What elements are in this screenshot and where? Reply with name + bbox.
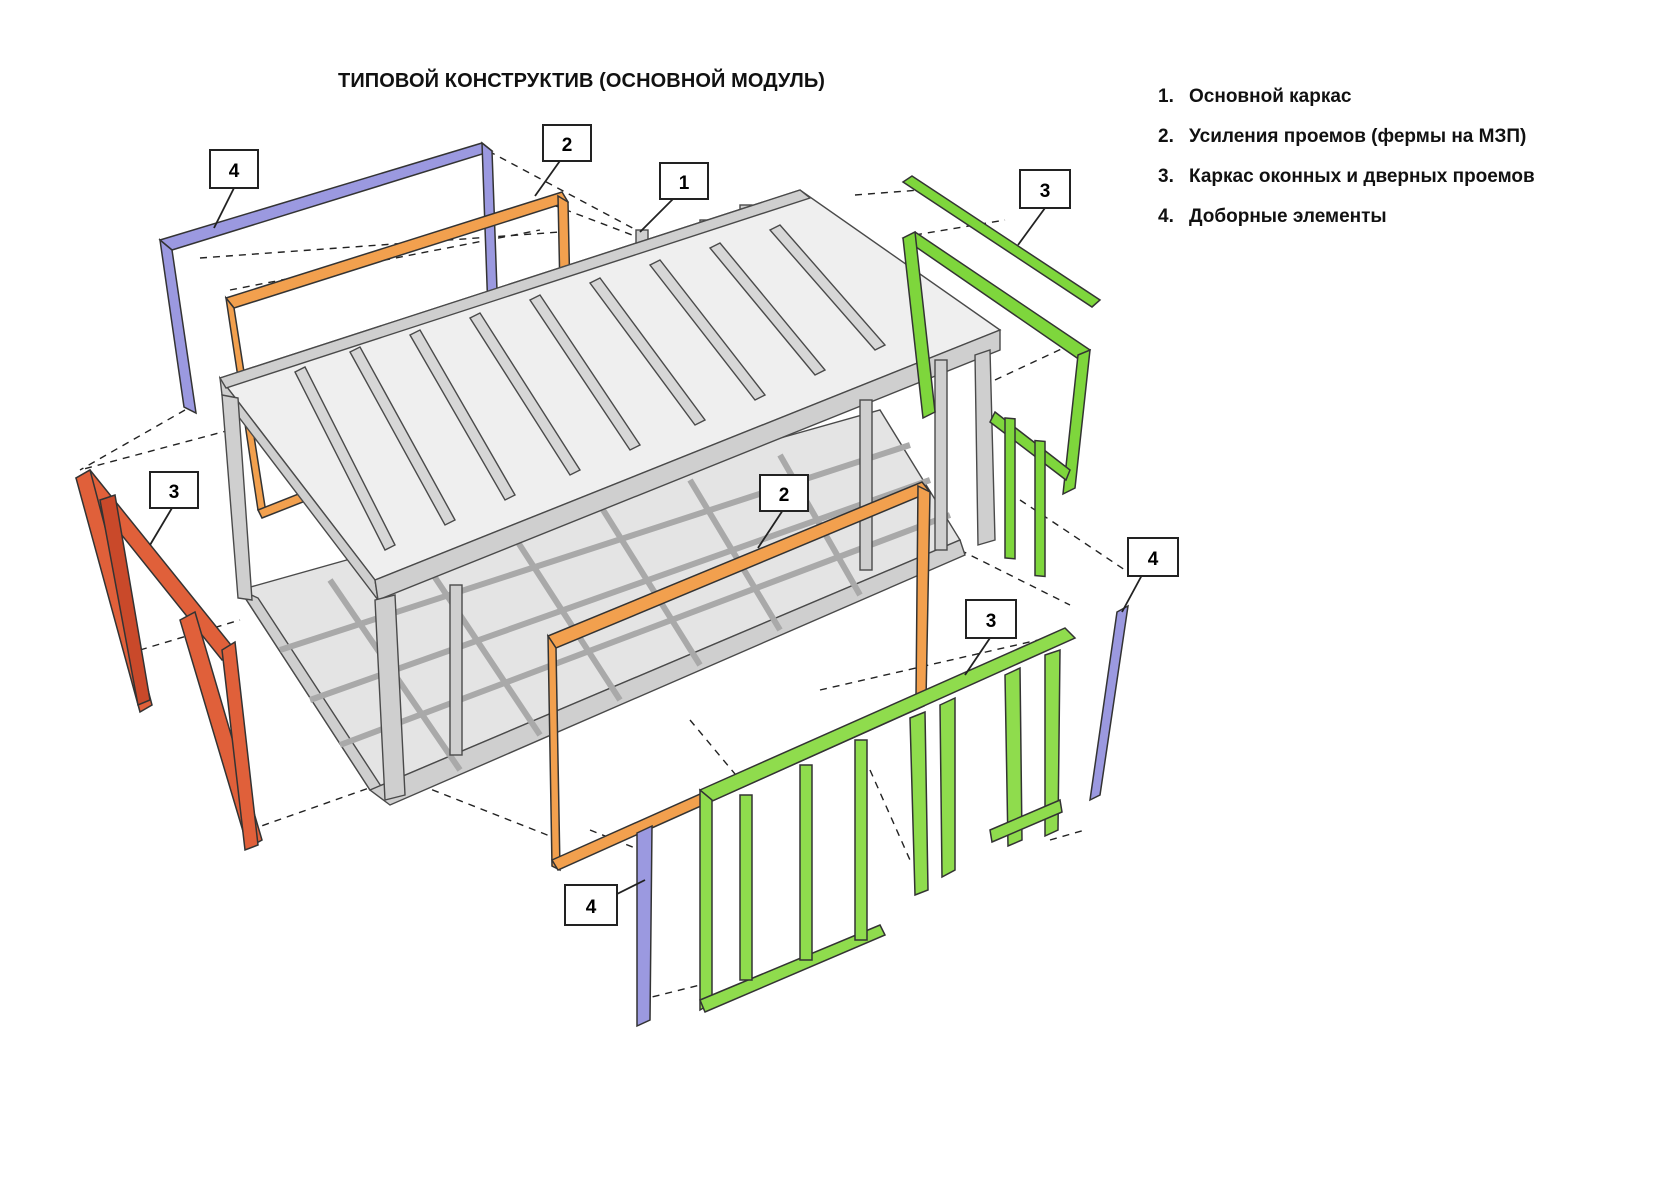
- opening-frame-front: [698, 627, 1077, 1013]
- legend-number: 3.: [1158, 166, 1174, 187]
- callout-reinforcement-front: 2: [757, 474, 809, 549]
- callout-label: 4: [586, 897, 597, 918]
- callout-extra-right: 4: [1121, 537, 1179, 613]
- callout-extra-top: 4: [209, 149, 259, 229]
- callout-main-frame: 1: [639, 162, 709, 233]
- callout-opening-left: 3: [149, 471, 199, 546]
- legend-text: Усиления проемов (фермы на МЗП): [1189, 126, 1527, 147]
- legend-item: 1. Основной каркас: [1158, 86, 1535, 126]
- opening-frame-right: [901, 230, 1092, 578]
- extra-element-top: [158, 141, 499, 415]
- legend-number: 1.: [1158, 86, 1174, 107]
- callout-reinforcement-rear: 2: [534, 124, 592, 197]
- extra-element-right: [1089, 604, 1129, 802]
- legend-number: 2.: [1158, 126, 1174, 147]
- legend-text: Каркас оконных и дверных проемов: [1189, 166, 1535, 187]
- legend-text: Доборные элементы: [1189, 206, 1387, 227]
- callout-extra-front: 4: [564, 879, 646, 926]
- callout-label: 3: [1040, 181, 1051, 202]
- legend: 1. Основной каркас 2. Усиления проемов (фе…: [1158, 86, 1535, 246]
- extra-element-front: [636, 824, 653, 1028]
- opening-frame-right-bar: [901, 175, 1102, 308]
- callout-label: 2: [779, 485, 790, 506]
- callout-opening-front: 3: [964, 599, 1017, 676]
- callout-opening-right: 3: [1017, 169, 1071, 246]
- legend-item: 3. Каркас оконных и дверных проемов: [1158, 166, 1535, 206]
- callout-label: 3: [986, 611, 997, 632]
- diagram-title: ТИПОВОЙ КОНСТРУКТИВ (ОСНОВНОЙ МОДУЛЬ): [338, 70, 826, 92]
- legend-item: 4. Доборные элементы: [1158, 206, 1535, 246]
- opening-frame-left: [74, 468, 263, 852]
- legend-number: 4.: [1158, 206, 1174, 227]
- callout-label: 1: [679, 173, 690, 194]
- legend-item: 2. Усиления проемов (фермы на МЗП): [1158, 126, 1535, 166]
- callout-label: 4: [1148, 549, 1159, 570]
- callout-label: 4: [229, 161, 240, 182]
- legend-text: Основной каркас: [1189, 86, 1352, 107]
- callout-label: 3: [169, 482, 180, 503]
- callout-label: 2: [562, 135, 573, 156]
